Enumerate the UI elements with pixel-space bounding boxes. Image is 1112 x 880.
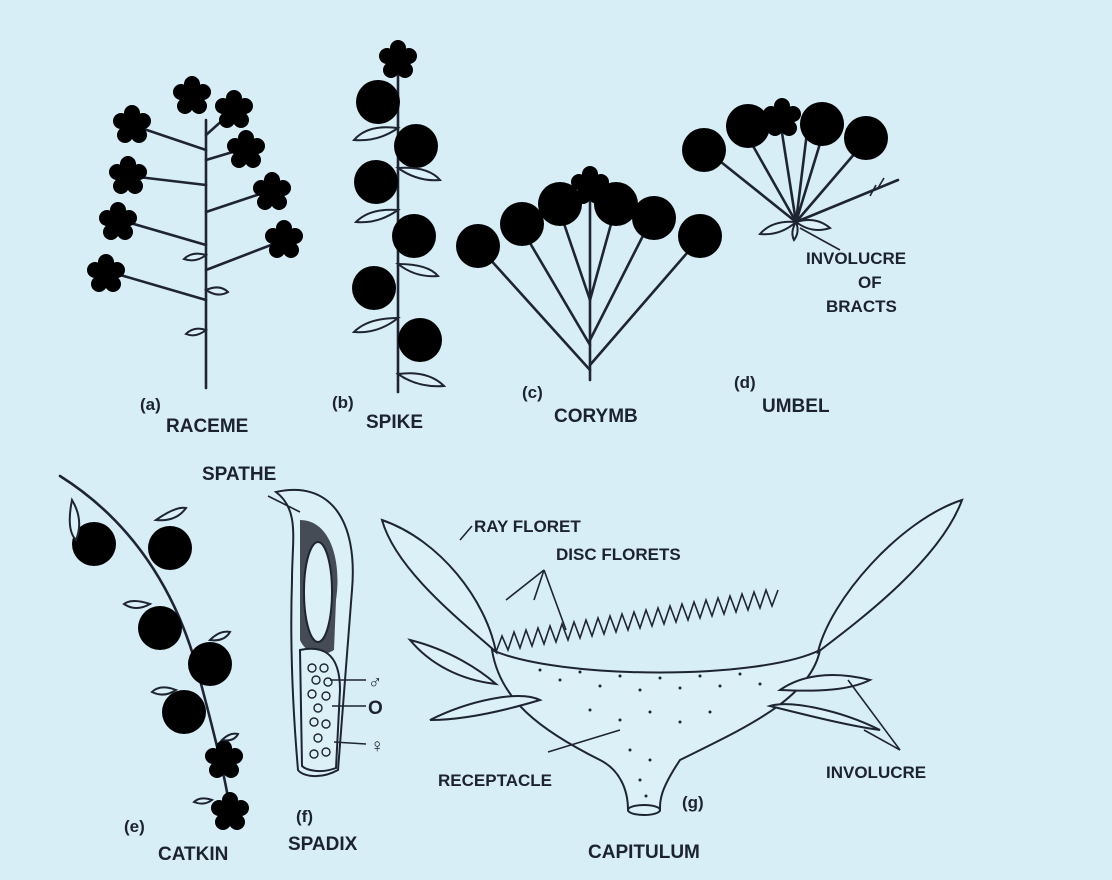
capitulum-label: CAPITULUM — [588, 842, 700, 863]
corymb-label: CORYMB — [554, 406, 638, 427]
spadix-diagram — [267, 488, 367, 777]
receptacle-label: RECEPTACLE — [438, 771, 552, 790]
capitulum-diagram — [380, 498, 964, 816]
involucre-label: INVOLUCRE — [826, 763, 926, 782]
catkin-label: CATKIN — [158, 844, 228, 865]
catkin-diagram — [58, 474, 249, 830]
involucre-of-bracts-line2: OF — [858, 273, 882, 292]
raceme-diagram — [87, 76, 303, 390]
umbel-letter: (d) — [734, 373, 756, 392]
spadix-letter: (f) — [296, 807, 313, 826]
spadix-label: SPADIX — [288, 834, 358, 855]
corymb-letter: (c) — [522, 383, 543, 402]
umbel-label: UMBEL — [762, 396, 830, 417]
capitulum-letter: (g) — [682, 793, 704, 812]
raceme-letter: (a) — [140, 395, 161, 414]
disc-florets-label: DISC FLORETS — [556, 545, 681, 564]
raceme-label: RACEME — [166, 416, 248, 437]
ray-floret-label: RAY FLORET — [474, 517, 581, 536]
male-symbol: ♂ — [368, 672, 382, 693]
catkin-letter: (e) — [124, 817, 145, 836]
spike-letter: (b) — [332, 393, 354, 412]
female-symbol: ♀ — [370, 736, 384, 757]
involucre-of-bracts-label: INVOLUCRE OF BRACTS — [806, 249, 906, 316]
spike-label: SPIKE — [366, 412, 423, 433]
involucre-of-bracts-line3: BRACTS — [826, 297, 897, 316]
corymb-diagram — [456, 166, 722, 382]
neuter-symbol: O — [368, 698, 383, 719]
involucre-of-bracts-line1: INVOLUCRE — [806, 249, 906, 268]
umbel-diagram — [682, 98, 900, 251]
spike-diagram — [351, 40, 447, 394]
spathe-label: SPATHE — [202, 464, 276, 485]
